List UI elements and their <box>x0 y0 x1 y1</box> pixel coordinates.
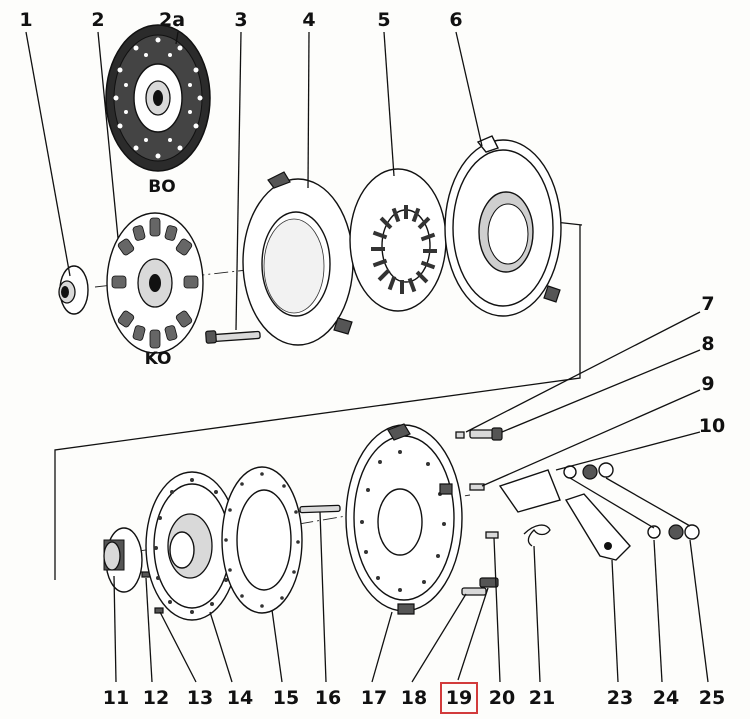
part-9-pin <box>469 483 485 491</box>
variant-label-ko: KO <box>145 349 172 369</box>
part-15-friction-ring <box>221 466 303 614</box>
callout-24: 24 <box>653 687 679 709</box>
variant-label-bo: BO <box>148 177 175 197</box>
callout-10: 10 <box>699 415 725 437</box>
callout-8: 8 <box>701 333 714 355</box>
leader-lines <box>25 31 709 683</box>
callout-18: 18 <box>401 687 427 709</box>
callouts-top: 1 2 2a 3 4 5 6 <box>19 9 462 31</box>
callout-14: 14 <box>227 687 253 709</box>
callout-21: 21 <box>529 687 555 709</box>
callout-23: 23 <box>607 687 633 709</box>
callout-1: 1 <box>19 9 32 31</box>
callout-11: 11 <box>103 687 129 709</box>
callout-16: 16 <box>315 687 341 709</box>
callout-12: 12 <box>143 687 169 709</box>
callout-5: 5 <box>377 9 390 31</box>
part-3-bolt <box>205 330 261 344</box>
callout-4: 4 <box>302 9 315 31</box>
callout-25: 25 <box>699 687 725 709</box>
part-4-pressure-plate <box>242 171 354 346</box>
part-13-pin <box>154 607 164 614</box>
callout-17: 17 <box>361 687 387 709</box>
callout-19: 19 <box>446 687 472 709</box>
part-25-nut <box>582 462 700 540</box>
part-17-flywheel <box>345 423 463 615</box>
part-21-spring-clip <box>523 524 551 547</box>
part-10-lever <box>498 469 561 513</box>
part-1-hub <box>58 265 89 315</box>
part-19-bolt <box>479 577 499 588</box>
part-16-stud <box>299 504 341 514</box>
callouts-right: 7 8 9 10 <box>699 293 725 437</box>
callout-15: 15 <box>273 687 299 709</box>
part-7-washer <box>455 431 465 439</box>
part-6-clutch-cover <box>444 135 562 317</box>
variant-labels: BO KO <box>145 177 176 369</box>
callout-20: 20 <box>489 687 515 709</box>
callout-7: 7 <box>701 293 714 315</box>
part-5-diaphragm-spring <box>349 168 447 312</box>
callouts-bottom: 11 12 13 14 15 16 17 18 19 20 21 23 24 2… <box>103 682 725 714</box>
part-2-disc-ko <box>106 212 204 354</box>
callout-2a: 2a <box>159 9 185 31</box>
callout-3: 3 <box>234 9 247 31</box>
part-8-bolt <box>469 427 503 441</box>
callout-6: 6 <box>449 9 462 31</box>
part-14-driven-disc <box>145 471 239 621</box>
part-2a-disc-bo <box>105 24 211 172</box>
callout-2: 2 <box>91 9 104 31</box>
callout-13: 13 <box>187 687 213 709</box>
callout-9: 9 <box>701 373 714 395</box>
part-18-bolt <box>461 587 487 596</box>
callout-19-highlight-box <box>440 682 478 714</box>
part-11-hub <box>103 527 143 593</box>
part-20-pin <box>485 531 499 539</box>
part-23-strap <box>564 493 631 561</box>
